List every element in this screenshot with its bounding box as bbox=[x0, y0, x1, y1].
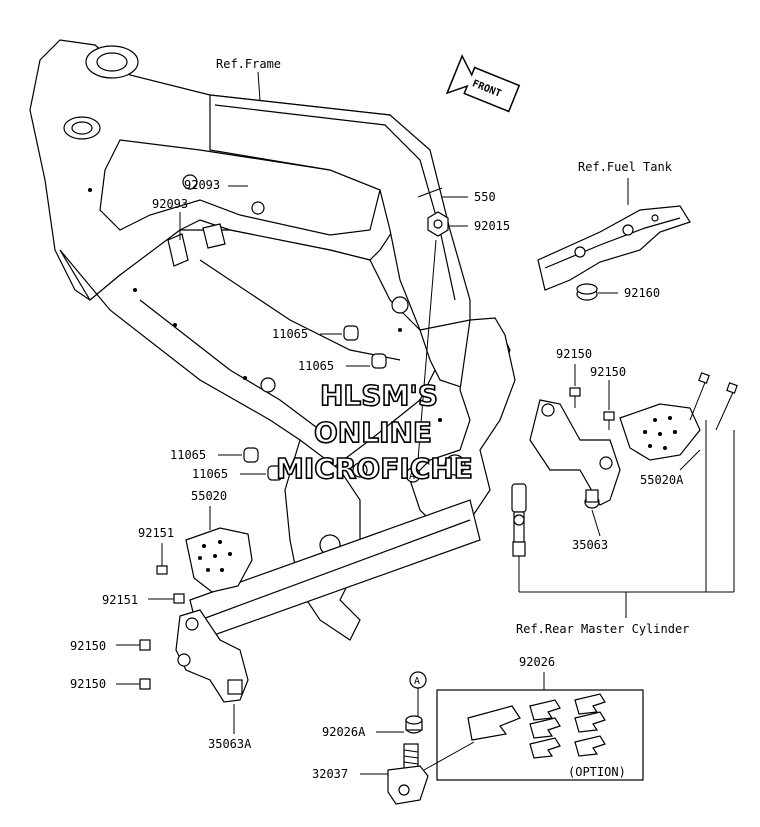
cap-11065-d bbox=[267, 465, 283, 481]
label-ref-a-2: A bbox=[414, 676, 420, 687]
bolt-92150-l2 bbox=[139, 678, 151, 690]
label-92150-l1: 92150 bbox=[70, 639, 106, 653]
label-92026: 92026 bbox=[519, 655, 555, 669]
label-ref-frame: Ref.Frame bbox=[216, 57, 281, 71]
watermark: HLSM'S ONLINE MICROFICHE bbox=[275, 378, 473, 486]
guard-55020 bbox=[185, 527, 253, 593]
watermark-line-3: MICROFICHE bbox=[276, 452, 473, 485]
bolt-32037 bbox=[387, 743, 429, 805]
label-11065-c: 11065 bbox=[170, 448, 206, 462]
label-92093-bottom: 92093 bbox=[152, 197, 188, 211]
nut-92015 bbox=[427, 211, 449, 237]
watermark-line-1: HLSM'S bbox=[320, 379, 438, 412]
label-32037: 32037 bbox=[312, 767, 348, 781]
cap-11065-b bbox=[371, 353, 387, 369]
cap-11065-c bbox=[243, 447, 259, 463]
screw-92151-a bbox=[156, 565, 168, 575]
damper-92160 bbox=[576, 283, 598, 301]
label-11065-b: 11065 bbox=[298, 359, 334, 373]
label-92150-r1: 92150 bbox=[556, 347, 592, 361]
front-arrow-icon: FRONT bbox=[445, 54, 521, 113]
frame-drawing bbox=[29, 39, 516, 641]
fuel-tank-bracket bbox=[537, 205, 691, 291]
bolt-92150-r1 bbox=[569, 387, 581, 408]
label-92026A: 92026A bbox=[322, 725, 366, 739]
watermark-line-2: ONLINE bbox=[314, 416, 432, 449]
spacer-92026A bbox=[405, 715, 423, 734]
label-11065-a: 11065 bbox=[272, 327, 308, 341]
label-option: (OPTION) bbox=[568, 765, 626, 779]
label-92093-top: 92093 bbox=[184, 178, 220, 192]
bracket-right bbox=[529, 399, 621, 506]
footrest-35063 bbox=[584, 489, 600, 509]
label-35063: 35063 bbox=[572, 538, 608, 552]
ref-a-circle-frame bbox=[405, 467, 421, 483]
sticker-92093-b bbox=[202, 223, 226, 249]
bracket-left-35063A bbox=[175, 609, 249, 703]
master-cylinder bbox=[511, 483, 527, 572]
label-ref-a-1: A bbox=[409, 471, 415, 482]
bolt-92150-r2 bbox=[603, 411, 615, 430]
shim-small-set bbox=[529, 693, 606, 759]
shim-large bbox=[467, 705, 521, 741]
bolt-long-1 bbox=[689, 372, 710, 421]
label-11065-d: 11065 bbox=[192, 467, 228, 481]
option-box bbox=[436, 689, 644, 781]
label-92150-r2: 92150 bbox=[590, 365, 626, 379]
label-ref-fuel-tank: Ref.Fuel Tank bbox=[578, 160, 673, 174]
label-92151-a: 92151 bbox=[138, 526, 174, 540]
sticker-92093-a bbox=[167, 233, 189, 267]
label-92015: 92015 bbox=[474, 219, 510, 233]
bolt-long-2 bbox=[715, 382, 738, 431]
label-55020A: 55020A bbox=[640, 473, 684, 487]
guard-55020A bbox=[619, 403, 701, 461]
label-55020: 55020 bbox=[191, 489, 227, 503]
label-35063A: 35063A bbox=[208, 737, 252, 751]
bolt-92150-l1 bbox=[139, 639, 151, 651]
label-92150-l2: 92150 bbox=[70, 677, 106, 691]
cap-11065-a bbox=[343, 325, 359, 341]
screw-92151-b bbox=[173, 593, 185, 604]
label-92151-b: 92151 bbox=[102, 593, 138, 607]
label-ref-rear-master-cylinder: Ref.Rear Master Cylinder bbox=[516, 622, 689, 636]
label-92160: 92160 bbox=[624, 286, 660, 300]
label-550: 550 bbox=[474, 190, 496, 204]
